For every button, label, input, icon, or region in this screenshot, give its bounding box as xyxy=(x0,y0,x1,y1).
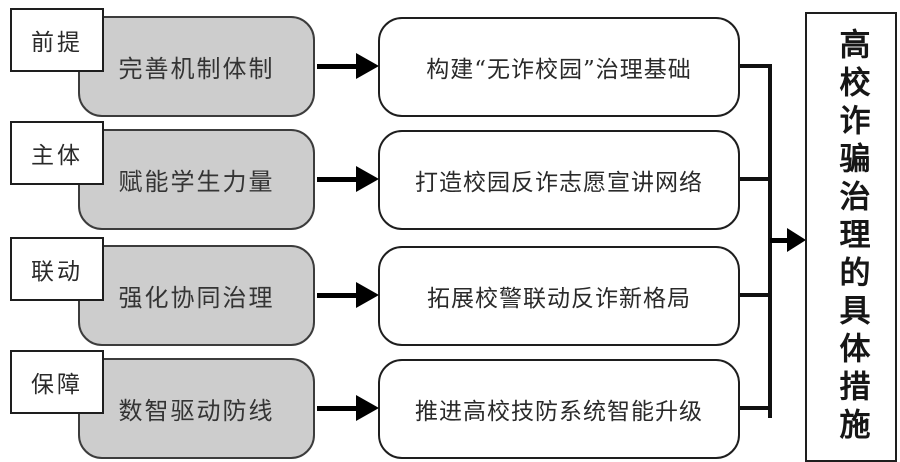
tag-label: 前提 xyxy=(31,30,83,56)
right-arrow-icon xyxy=(317,406,361,411)
main-arrow-icon xyxy=(770,238,790,243)
right-arrow-icon xyxy=(317,64,361,69)
outcome-label: 拓展校警联动反诈新格局 xyxy=(427,286,691,312)
tag-label: 联动 xyxy=(31,259,83,285)
connector-stub xyxy=(738,406,772,410)
right-arrow-head-icon xyxy=(356,53,379,79)
strategy-box-collaboration: 强化协同治理 xyxy=(78,245,315,346)
summary-title: 高校诈骗治理的具体措施 xyxy=(833,28,870,446)
strategy-label: 完善机制体制 xyxy=(118,55,275,83)
connector-stub xyxy=(738,177,772,181)
outcome-label: 构建“无诈校园”治理基础 xyxy=(426,57,692,83)
tag-box-premise: 前提 xyxy=(10,8,104,72)
outcome-box-tech-upgrade: 推进高校技防系统智能升级 xyxy=(378,359,740,459)
tag-label: 主体 xyxy=(31,143,83,169)
tag-label: 保障 xyxy=(31,372,83,398)
diagram-row-safeguard: 保障 数智驱动防线 推进高校技防系统智能升级 xyxy=(0,350,900,462)
right-arrow-head-icon xyxy=(356,282,379,308)
tag-box-subject: 主体 xyxy=(10,121,104,185)
strategy-box-mechanism: 完善机制体制 xyxy=(78,16,315,117)
outcome-label: 打造校园反诈志愿宣讲网络 xyxy=(415,170,703,196)
strategy-box-digital-defense: 数智驱动防线 xyxy=(78,358,315,459)
tag-box-linkage: 联动 xyxy=(10,237,104,301)
outcome-label: 推进高校技防系统智能升级 xyxy=(415,399,703,425)
connector-stub xyxy=(738,293,772,297)
strategy-label: 数智驱动防线 xyxy=(118,397,275,425)
summary-box: 高校诈骗治理的具体措施 xyxy=(805,12,897,462)
right-arrow-icon xyxy=(317,177,361,182)
diagram-row-premise: 前提 完善机制体制 构建“无诈校园”治理基础 xyxy=(0,8,900,120)
main-arrow-head-icon xyxy=(787,228,806,252)
strategy-label: 强化协同治理 xyxy=(118,284,275,312)
strategy-label: 赋能学生力量 xyxy=(118,168,275,196)
outcome-box-volunteer-network: 打造校园反诈志愿宣讲网络 xyxy=(378,130,740,230)
diagram-row-linkage: 联动 强化协同治理 拓展校警联动反诈新格局 xyxy=(0,237,900,349)
right-arrow-head-icon xyxy=(356,166,379,192)
strategy-box-students: 赋能学生力量 xyxy=(78,129,315,230)
tag-box-safeguard: 保障 xyxy=(10,350,104,414)
right-arrow-icon xyxy=(317,293,361,298)
right-arrow-head-icon xyxy=(356,395,379,421)
outcome-box-police-school: 拓展校警联动反诈新格局 xyxy=(378,246,740,346)
outcome-box-foundation: 构建“无诈校园”治理基础 xyxy=(378,17,740,117)
connector-stub xyxy=(738,64,772,68)
diagram-row-subject: 主体 赋能学生力量 打造校园反诈志愿宣讲网络 xyxy=(0,121,900,233)
